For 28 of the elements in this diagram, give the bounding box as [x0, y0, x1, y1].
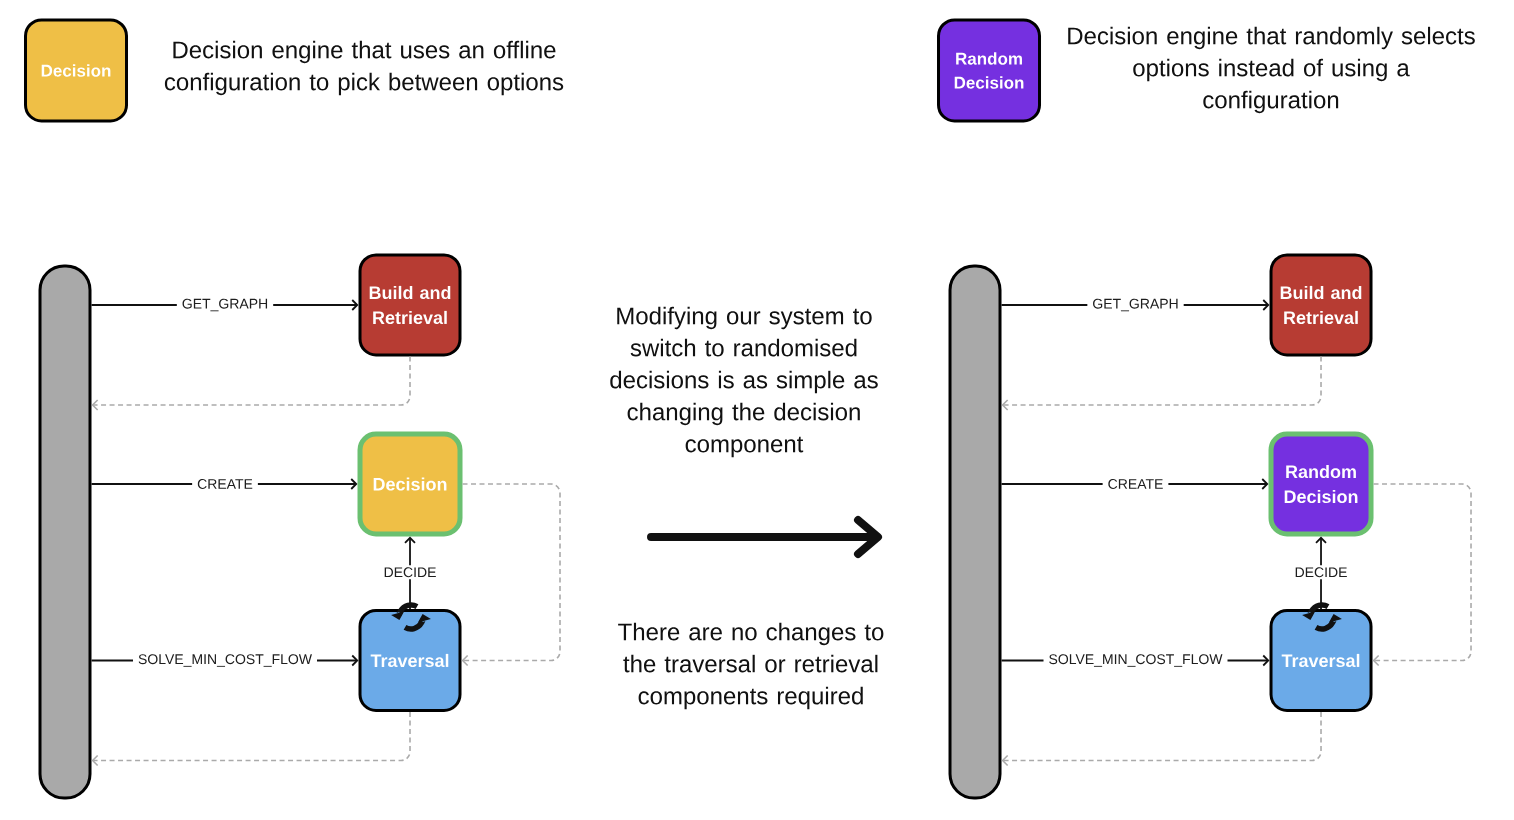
- note-text: Modifying our system to switch to randomised decisions is as simple as changing the decision component: [610, 306, 878, 458]
- rounded-box: Traversal: [358, 609, 462, 712]
- description-text: Decision engine that randomly selects options instead of using a configuration: [1068, 26, 1475, 114]
- rounded-box: Decision: [357, 431, 463, 537]
- edge-label: GET_GRAPH: [1087, 296, 1184, 314]
- edge-label: SOLVE_MIN_COST_FLOW: [1043, 652, 1228, 669]
- rounded-box: Random Decision: [937, 18, 1041, 123]
- edge-label: CREATE: [192, 477, 258, 491]
- arrow: [461, 483, 561, 667]
- arrow: [1001, 355, 1322, 411]
- arrow: [1001, 711, 1322, 767]
- vertical-bar: [948, 264, 1002, 800]
- arrow: [91, 711, 411, 767]
- rounded-box: Build and Retrieval: [358, 253, 462, 357]
- vertical-bar: [38, 264, 92, 800]
- edge-label: CREATE: [1102, 477, 1169, 491]
- edge-label: DECIDE: [1289, 565, 1353, 580]
- description-text: Decision engine that uses an offline configuration to pick between options: [164, 40, 564, 96]
- edge-label: GET_GRAPH: [176, 296, 274, 314]
- arrow: [1372, 483, 1472, 667]
- rounded-box: Decision: [24, 18, 128, 123]
- rounded-box: Build and Retrieval: [1269, 253, 1373, 357]
- note-text: There are no changes to the traversal or retrieval components required: [618, 622, 884, 710]
- rounded-box: Traversal: [1269, 609, 1373, 712]
- edge-label: DECIDE: [378, 565, 442, 580]
- rounded-box: Random Decision: [1268, 431, 1374, 537]
- edge-label: SOLVE_MIN_COST_FLOW: [133, 652, 317, 669]
- arrow: [91, 355, 411, 411]
